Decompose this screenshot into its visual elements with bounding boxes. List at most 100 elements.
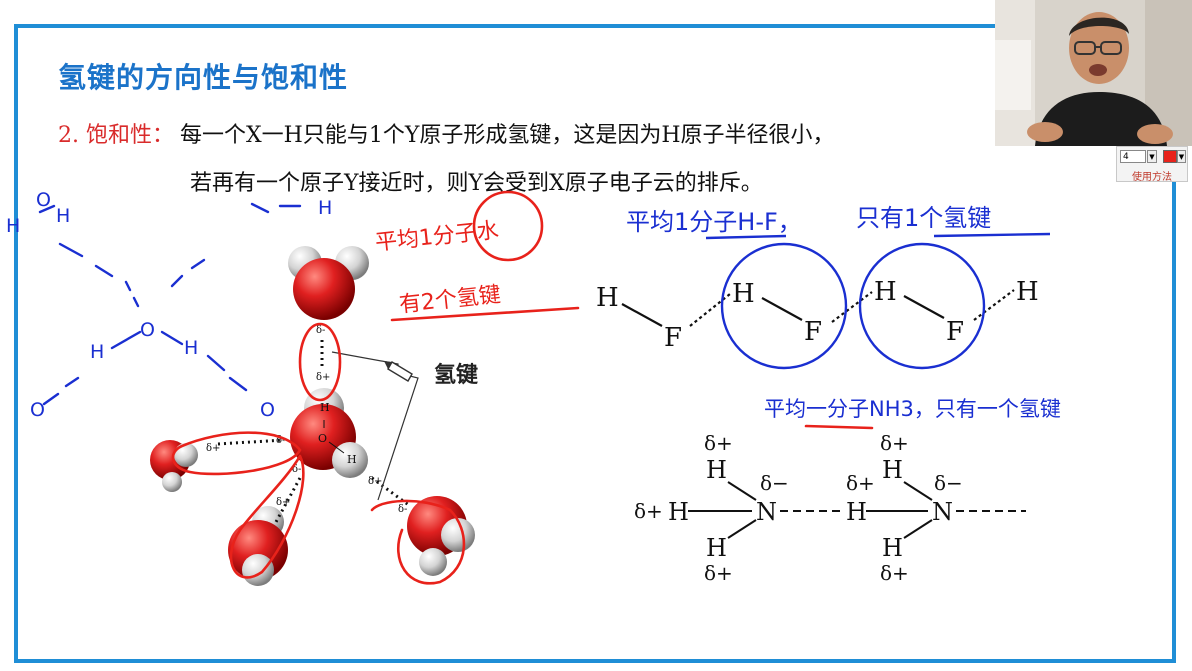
bond-line xyxy=(621,303,663,327)
chevron-down-icon[interactable]: ▼ xyxy=(1147,150,1157,163)
saturation-line-1: 2. 饱和性：每一个X一H只能与1个Y原子形成氢键，这是因为H原子半径很小， xyxy=(58,117,835,149)
delta-plus-label: δ+ xyxy=(634,499,663,523)
h-atom-label: H xyxy=(596,283,619,313)
bond-line xyxy=(903,295,945,319)
f-atom-label: F xyxy=(664,323,682,353)
delta-plus-label: δ+ xyxy=(880,431,909,455)
pencil-icon xyxy=(384,361,413,382)
hbond-dots xyxy=(371,476,411,508)
ink-underline xyxy=(390,306,580,322)
ink-dash xyxy=(170,258,206,288)
delta-plus-label: δ+ xyxy=(368,476,382,487)
bond-line xyxy=(328,441,345,454)
handwriting-hf-bonds: 只有1个氢键 xyxy=(856,204,991,232)
ink-dash xyxy=(58,242,114,278)
h-atom-ball xyxy=(162,472,182,492)
handwriting-nh3: 平均一分子NH3，只有一个氢键 xyxy=(764,397,1061,421)
hbond-label: 氢键 xyxy=(434,363,479,388)
hbond-dots xyxy=(217,438,285,446)
h-atom-label: H xyxy=(347,453,357,466)
red-handwriting: 平均1分子水 有2个氢键 xyxy=(374,218,502,318)
pen-toolbar: 4 ▼ ▼ 使用方法 xyxy=(1116,146,1188,183)
water-ball-model: δ- δ+ δ+ δ- δ- δ+ δ+ δ- H O H xyxy=(150,246,475,586)
ink-circle xyxy=(472,190,544,262)
help-link[interactable]: 使用方法 xyxy=(1132,172,1172,183)
bond-line xyxy=(727,519,757,539)
delta-plus-label: δ+ xyxy=(704,561,733,585)
blue-sketch-labels: H O H H O H O O H xyxy=(6,189,332,421)
slide-frame xyxy=(14,24,1176,663)
delta-plus-label: δ+ xyxy=(206,443,220,454)
ink-dash xyxy=(250,202,270,214)
delta-minus-label: δ− xyxy=(760,471,789,495)
ink-underline xyxy=(705,234,787,240)
bond-line xyxy=(727,481,757,501)
n-atom-label: N xyxy=(756,498,777,526)
h-atom-ball xyxy=(174,443,198,467)
h-atom-label: H xyxy=(732,279,755,309)
red-ink-annotations xyxy=(171,190,874,585)
ink-underline xyxy=(804,424,874,430)
pen-color-swatch[interactable] xyxy=(1163,150,1177,163)
ink-bond xyxy=(38,204,56,214)
blue-handwriting: 平均1分子H-F， 只有1个氢键 平均一分子NH3，只有一个氢键 xyxy=(626,204,1061,421)
webcam-overlay xyxy=(995,0,1192,146)
h-atom-label: H xyxy=(846,498,867,526)
bond-line xyxy=(903,519,933,539)
h-atom-label: H xyxy=(706,456,727,484)
delta-plus-label: δ+ xyxy=(704,431,733,455)
ink-circle xyxy=(720,242,848,370)
handwriting-water-avg: 平均1分子水 xyxy=(374,218,500,256)
nh3-chain: δ+ H δ− δ+ H N H δ+ δ+ H δ− δ+ H N H δ+ xyxy=(634,431,963,585)
hbond-dots xyxy=(274,477,302,523)
point-label: 2. 饱和性： xyxy=(58,123,174,148)
chevron-down-icon[interactable]: ▼ xyxy=(1177,150,1186,163)
ink-circle xyxy=(858,242,986,370)
hf-bonds xyxy=(621,295,945,327)
hbond-dots xyxy=(831,291,873,323)
o-atom-label: O xyxy=(318,432,327,445)
ink-bond xyxy=(110,330,142,350)
sketch-label: O xyxy=(30,399,45,421)
o-atom-ball xyxy=(293,258,355,320)
n-atom-label: N xyxy=(932,498,953,526)
f-atom-label: F xyxy=(804,317,822,347)
presenter-video xyxy=(995,0,1192,146)
h-atom-ball xyxy=(242,554,274,586)
ink-circle xyxy=(298,322,342,402)
handwriting-hf-avg: 平均1分子H-F， xyxy=(626,208,802,236)
hbond-dots xyxy=(973,289,1015,321)
h-atom-label: H xyxy=(882,534,903,562)
h-atom-ball xyxy=(419,548,447,576)
pen-size-select[interactable]: 4 xyxy=(1120,150,1146,163)
sketch-label: O xyxy=(36,189,51,211)
h-atom-label: H xyxy=(1016,277,1039,307)
saturation-line-2: 若再有一个原子Y接近时，则Y会受到X原子电子云的排斥。 xyxy=(190,171,763,196)
h-atom-label: H xyxy=(668,498,689,526)
sketch-label: H xyxy=(184,337,198,359)
sketch-label: H xyxy=(56,205,70,227)
blue-ink-sketch xyxy=(38,202,302,406)
nh3-bonds xyxy=(688,481,933,539)
delta-minus-label: δ- xyxy=(316,325,325,336)
ink-dash xyxy=(206,354,248,392)
delta-minus-label: δ- xyxy=(398,504,407,515)
sketch-label: O xyxy=(260,399,275,421)
slide-title: 氢键的方向性与饱和性 xyxy=(58,61,349,94)
ink-bond xyxy=(160,330,184,346)
ink-loop xyxy=(229,454,305,579)
pointer-line xyxy=(377,372,419,501)
h-atom-ball xyxy=(441,518,475,552)
delta-plus-label: δ+ xyxy=(316,372,330,383)
ink-underline xyxy=(933,232,1051,238)
sketch-label: H xyxy=(6,215,20,237)
delta-minus-label: δ- xyxy=(276,435,285,446)
sketch-label: H xyxy=(90,341,104,363)
delta-plus-label: δ+ xyxy=(880,561,909,585)
bond-line xyxy=(903,481,933,501)
sketch-label: H xyxy=(318,197,332,219)
sketch-label: O xyxy=(140,319,155,341)
h-atom-label: H xyxy=(882,456,903,484)
delta-plus-label: δ+ xyxy=(276,497,290,508)
